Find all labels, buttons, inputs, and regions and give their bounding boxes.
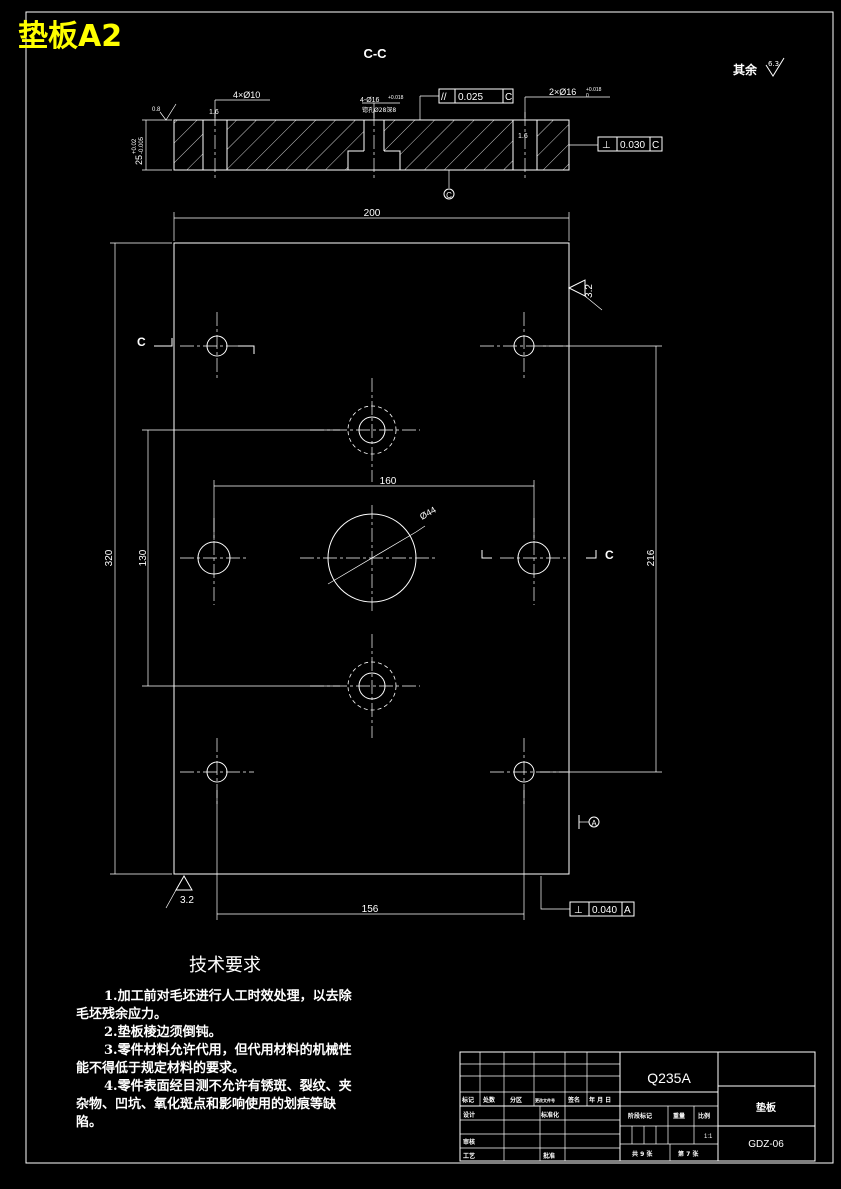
svg-text:杂物、凹坑、氧化斑点和影响使用的划痕等缺: 杂物、凹坑、氧化斑点和影响使用的划痕等缺	[76, 1096, 337, 1112]
hole-callout-left: 4×Ø10	[233, 90, 260, 100]
plate-outline	[173, 242, 570, 875]
svg-text:1.6: 1.6	[518, 133, 528, 140]
svg-text:共 9 张: 共 9 张	[632, 1150, 653, 1158]
svg-text:0.040: 0.040	[592, 905, 617, 916]
svg-text:陷。: 陷。	[76, 1114, 102, 1130]
hole-callout-center: 4-Ø16	[360, 97, 380, 104]
roughness-symbol-icon	[765, 57, 785, 77]
svg-text:工艺: 工艺	[463, 1152, 475, 1160]
center-hole: Ø44	[300, 505, 438, 612]
roughness-bottom-icon	[175, 874, 193, 891]
roughness-right-icon	[567, 279, 586, 297]
svg-text:1.加工前对毛坯进行人工时效处理，以去除: 1.加工前对毛坯进行人工时效处理，以去除	[104, 988, 353, 1004]
plan-view: 200 320 3.2	[104, 208, 662, 920]
thickness-dimension: 25 +0.02 -0.005	[132, 136, 145, 165]
svg-text://: //	[441, 92, 447, 103]
sheet-label: 垫板A2	[18, 19, 122, 54]
svg-text:毛坯残余应力。: 毛坯残余应力。	[76, 1006, 167, 1022]
svg-text:1:1: 1:1	[704, 1134, 713, 1140]
svg-text:设计: 设计	[463, 1111, 475, 1119]
side-hole-left	[180, 518, 248, 605]
roughness-note: 其余 6.3	[733, 57, 785, 77]
svg-text:C: C	[137, 335, 146, 349]
section-title: C-C	[363, 46, 387, 61]
corner-hole-tl	[180, 312, 254, 380]
tech-requirements-title: 技术要求	[189, 955, 261, 976]
svg-text:阶段标记: 阶段标记	[628, 1112, 652, 1120]
svg-text:标记: 标记	[461, 1096, 474, 1104]
hole-callout-right: 2×Ø16	[549, 87, 576, 97]
svg-text:分区: 分区	[510, 1096, 522, 1104]
svg-text:比例: 比例	[698, 1112, 710, 1120]
dim-width: 200	[364, 208, 381, 219]
svg-text:第 7 张: 第 7 张	[677, 1150, 699, 1158]
svg-text:0.025: 0.025	[458, 92, 483, 103]
svg-text:审核: 审核	[463, 1138, 475, 1146]
section-view: 4×Ø10 1.6 4-Ø16 +0.018 锪孔Ø28深8 // 0.025 …	[132, 87, 663, 200]
svg-text:A: A	[624, 905, 631, 916]
datum-a-icon	[588, 816, 600, 828]
title-block: Q235A 垫板 GDZ-06 标记 处数 分区 更改文件号 签名 年 月 日 …	[459, 1051, 816, 1162]
svg-text:签名: 签名	[567, 1096, 580, 1104]
svg-text:C: C	[652, 140, 659, 151]
dim-160: 160	[380, 476, 397, 487]
svg-text:C: C	[446, 191, 452, 200]
svg-text:6.3: 6.3	[768, 60, 779, 68]
perpendicularity-frame-top: ⊥ 0.030 C	[597, 136, 663, 152]
svg-text:2.垫板棱边须倒钝。: 2.垫板棱边须倒钝。	[104, 1024, 222, 1040]
svg-text:⊥: ⊥	[574, 905, 583, 916]
parallelism-frame: // 0.025 C	[438, 88, 514, 104]
svg-text:4.零件表面经目测不允许有锈斑、裂纹、夹: 4.零件表面经目测不允许有锈斑、裂纹、夹	[104, 1078, 352, 1094]
drawing-number: GDZ-06	[748, 1139, 784, 1150]
svg-text:A: A	[591, 819, 597, 828]
dim-height: 320	[104, 549, 115, 566]
svg-text:0.030: 0.030	[620, 140, 645, 151]
drawing-border	[25, 11, 834, 1164]
svg-text:C: C	[505, 92, 512, 103]
svg-text:能不得低于规定材料的要求。: 能不得低于规定材料的要求。	[76, 1060, 245, 1076]
svg-text:3.零件材料允许代用，但代用材料的机械性: 3.零件材料允许代用，但代用材料的机械性	[104, 1042, 352, 1058]
dim-130: 130	[138, 549, 149, 566]
tech-requirements: 技术要求 1.加工前对毛坯进行人工时效处理，以去除 毛坯残余应力。 2.垫板棱边…	[76, 955, 353, 1130]
svg-text:+0.018: +0.018	[388, 95, 404, 101]
section-mark-left: C	[137, 335, 255, 354]
svg-text:25: 25	[134, 155, 144, 165]
svg-text:0: 0	[586, 93, 589, 99]
svg-text:0.8: 0.8	[152, 107, 161, 113]
svg-text:处数: 处数	[482, 1096, 496, 1104]
perpendicularity-frame-bottom: ⊥ 0.040 A	[569, 901, 635, 917]
svg-text:批准: 批准	[543, 1152, 555, 1160]
svg-text:+0.02: +0.02	[132, 138, 138, 154]
svg-text:标准化: 标准化	[540, 1111, 559, 1119]
svg-text:Ø44: Ø44	[418, 505, 438, 522]
datum-c-icon	[443, 188, 455, 200]
svg-text:⊥: ⊥	[602, 140, 611, 151]
svg-text:3.2: 3.2	[180, 895, 194, 906]
material: Q235A	[647, 1070, 691, 1086]
svg-text:其余: 其余	[733, 62, 758, 77]
svg-text:C: C	[605, 548, 614, 562]
dim-156: 156	[362, 904, 379, 915]
side-hole-right	[500, 518, 568, 605]
part-name: 垫板	[756, 1101, 777, 1114]
svg-text:重量: 重量	[673, 1112, 685, 1120]
roughness-top-icon	[159, 103, 177, 121]
svg-text:-0.005: -0.005	[139, 136, 145, 154]
svg-text:1.6: 1.6	[209, 109, 219, 116]
svg-text:锪孔Ø28深8: 锪孔Ø28深8	[362, 106, 396, 114]
section-mark-right: C	[481, 548, 614, 562]
dim-216: 216	[646, 549, 657, 566]
svg-text:3.2: 3.2	[584, 284, 595, 298]
svg-text:年 月 日: 年 月 日	[589, 1096, 611, 1104]
svg-text:+0.018: +0.018	[586, 87, 602, 93]
svg-text:更改文件号: 更改文件号	[535, 1097, 555, 1103]
